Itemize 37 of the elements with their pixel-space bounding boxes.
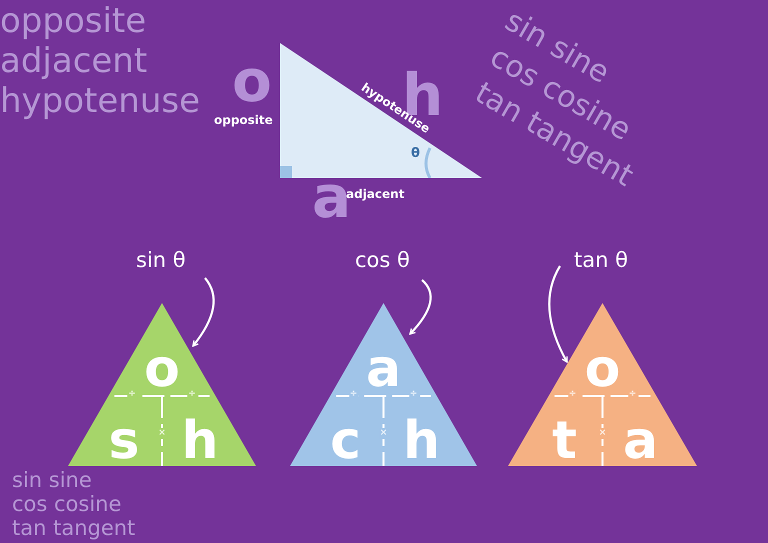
- formula-triangle: [290, 303, 477, 466]
- triangle-letter: s: [108, 415, 140, 467]
- function-label: sin θ: [136, 250, 186, 271]
- function-label: cos θ: [355, 250, 410, 271]
- background-word: tan tangent: [12, 518, 136, 539]
- triangle-letter: c: [330, 415, 361, 467]
- triangle-letter: a: [366, 343, 402, 395]
- triangle-letter: o: [144, 343, 180, 395]
- formula-triangle: [68, 303, 256, 466]
- triangle-letter: h: [181, 415, 219, 467]
- triangle-letter: a: [622, 415, 658, 467]
- background-word: adjacent: [0, 44, 148, 78]
- triangle-letter: h: [402, 415, 440, 467]
- side-letter: o: [232, 52, 272, 110]
- background-word: cos cosine: [12, 494, 122, 515]
- operator-sign: ×: [598, 428, 608, 439]
- triangle-letter: t: [552, 415, 577, 467]
- operator-sign: ÷: [568, 389, 578, 400]
- curved-arrow: [548, 265, 568, 363]
- side-label: adjacent: [346, 188, 404, 200]
- operator-sign: ÷: [628, 389, 638, 400]
- operator-sign: ×: [157, 428, 167, 439]
- side-label: opposite: [214, 114, 273, 126]
- operator-sign: ÷: [127, 389, 137, 400]
- operator-sign: ÷: [348, 389, 358, 400]
- curved-arrow: [192, 277, 215, 347]
- background-word: hypotenuse: [0, 84, 200, 118]
- function-label: tan θ: [574, 250, 628, 271]
- angle-symbol: θ: [411, 147, 420, 160]
- background-word: opposite: [0, 4, 146, 38]
- triangle-letter: o: [584, 343, 620, 395]
- curved-arrow: [409, 279, 432, 335]
- background-word: sin sine: [12, 470, 92, 491]
- operator-sign: ÷: [408, 389, 418, 400]
- operator-sign: ÷: [187, 389, 197, 400]
- formula-triangle: [508, 303, 697, 466]
- operator-sign: ×: [378, 428, 388, 439]
